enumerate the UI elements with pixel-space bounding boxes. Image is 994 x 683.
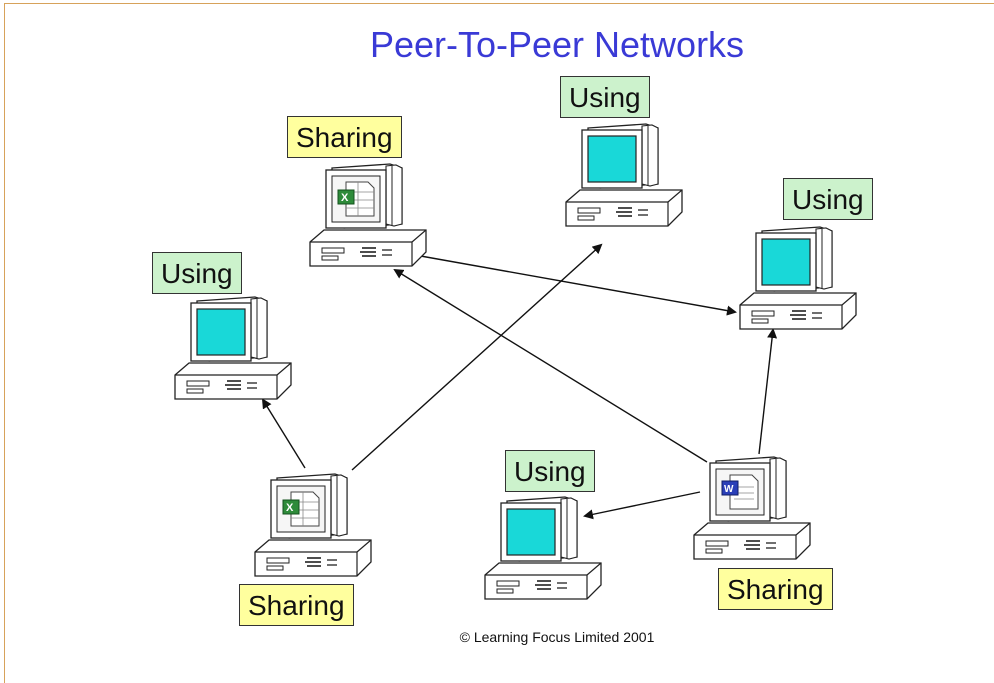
label-right: Using — [783, 178, 873, 220]
edge-bottom-left-to-left — [261, 398, 306, 469]
label-bottom-center: Using — [505, 450, 595, 492]
copyright-text: © Learning Focus Limited 2001 — [459, 629, 655, 645]
diagram-title: Peer-To-Peer Networks — [369, 24, 745, 65]
slide-frame — [4, 3, 994, 683]
computer-right — [739, 226, 857, 330]
computer-bottom-right — [693, 456, 811, 560]
edge-bottom-right-to-top-left — [393, 268, 708, 463]
network-diagram: X W — [174, 123, 857, 600]
label-left: Using — [152, 252, 242, 294]
label-top-left: Sharing — [287, 116, 402, 158]
edges — [261, 243, 778, 520]
computer-bottom-left — [254, 473, 372, 577]
label-top-center: Using — [560, 76, 650, 118]
edge-bottom-right-to-right — [758, 328, 778, 455]
computer-left — [174, 296, 292, 400]
computer-top-center — [565, 123, 683, 227]
computer-top-left — [309, 163, 427, 267]
edge-bottom-left-to-top-center — [351, 243, 603, 471]
edge-bottom-right-to-bottom-center — [583, 491, 701, 520]
edge-top-left-to-right — [414, 254, 737, 316]
computer-bottom-center — [484, 496, 602, 600]
label-bottom-left: Sharing — [239, 584, 354, 626]
label-bottom-right: Sharing — [718, 568, 833, 610]
